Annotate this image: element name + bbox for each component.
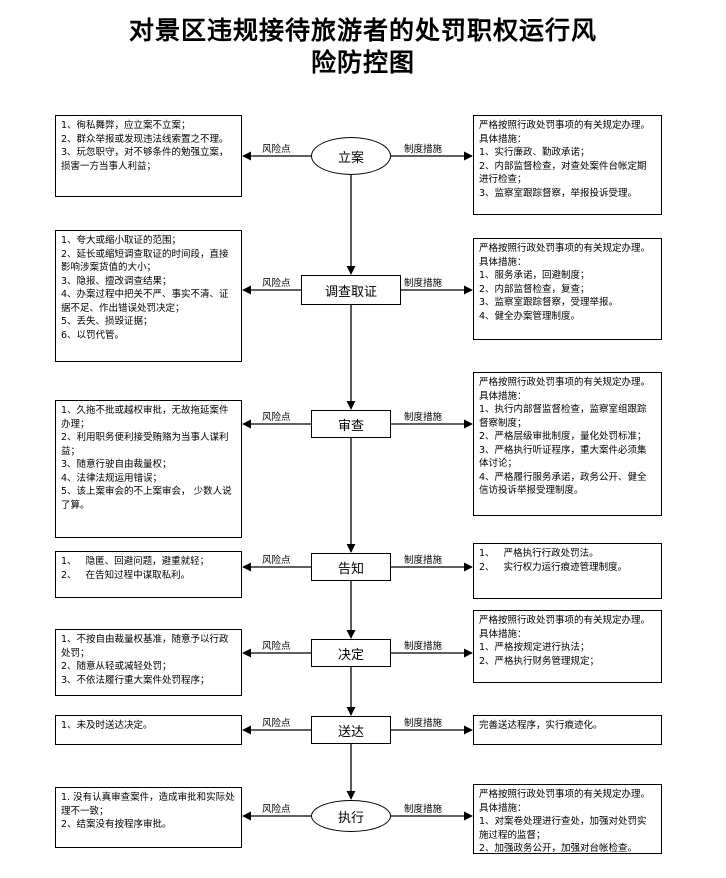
risk-item: 6、以罚代管。 [61,329,125,341]
risk-point-label: 风险点 [262,641,291,652]
measure-item: 严格按照行政处罚事项的有关规定办理。具体措施： [479,120,651,145]
measure-item: 严格按照行政处罚事项的有关规定办理。具体措施： [479,615,651,640]
risk-item: 1、夸大或缩小取证的范围； [61,235,182,246]
step-node: 告知 [311,553,391,581]
measure-item: 2、加强政务公开，加强对台帐检查。 [479,843,638,854]
measure-label: 制度措施 [404,641,443,652]
risk-item: 1. 没有认真审查案件，造成审批和实际处理不一致； [61,792,235,817]
measure-item: 1、 严格执行行政处罚法。 [479,548,599,559]
risk-item: 1、 隐匿、回避问题，避重就轻； [61,556,210,567]
measure-item: 严格按照行政处罚事项的有关规定办理。具体措施： [479,377,651,402]
risk-box: 1、不按自由裁量权基准，随意予以行政处罚； 2、随意从轻或减轻处罚； 3、不依法履行… [55,629,242,696]
risk-box: 1、夸大或缩小取证的范围； 2、延长或缩短调查取证的时间段，直接影响涉案货值的大小… [55,230,242,362]
measure-item: 1、执行内部督监督检查，监察室组跟踪督察制度； [479,404,647,429]
measure-item: 4、严格履行服务承诺，政务公开、健全信访投诉举报受理制度。 [479,471,647,497]
measure-item: 4、健全办案管理制度。 [479,310,581,322]
risk-point-label: 风险点 [262,144,291,155]
measure-box: 严格按照行政处罚事项的有关规定办理。具体措施： 1、实行廉政、勤政承诺； 2、内部监… [473,115,662,215]
risk-point-label: 风险点 [262,804,291,815]
risk-box: 1、久拖不批或越权审批，无故拖延案件办理；2、利用职务便利接受贿赂为当事人谋利益… [55,400,242,538]
measure-item: 3、监察室跟踪督察，举报投诉受理。 [479,187,638,199]
risk-box: 1、徇私舞弊，应立案不立案； 2、群众举报或发现违法线索置之不理。 3、玩忽职守，对… [55,115,242,197]
risk-item: 2、结案没有按程序审批。 [61,819,172,830]
risk-item: 1、不按自由裁量权基准，随意予以行政处罚； [61,634,229,659]
measure-box: 1、 严格执行行政处罚法。 2、 实行权力运行痕迹管理制度。 [473,543,662,599]
measure-label: 制度措施 [404,412,443,423]
risk-item: 4、办案过程中把关不严、事实不清、证据不足、作出错误处罚决定； [61,289,229,314]
risk-item: 1、久拖不批或越权审批，无故拖延案件办理； [61,405,229,430]
step-node: 决定 [311,639,391,667]
risk-box: 1. 没有认真审查案件，造成审批和实际处理不一致； 2、结案没有按程序审批。 [55,787,242,848]
measure-label: 制度措施 [404,804,443,815]
step-node: 立案 [311,137,391,175]
measure-box: 严格按照行政处罚事项的有关规定办理。具体措施：1、执行内部督监督检查，监察室组跟… [473,372,662,516]
risk-item: 5、该上案审会的不上案审会， 少数人说了算。 [61,486,232,511]
risk-item: 3、玩忽职守，对不够条件的勉强立案，损害一方当事人利益； [61,147,229,172]
measure-item: 2、 实行权力运行痕迹管理制度。 [479,561,628,573]
diagram-title-line1: 对景区违规接待旅游者的处罚职权运行风 [128,16,597,45]
measure-item: 1、严格按规定进行执法； [479,642,590,653]
measure-box: 完善送达程序，实行痕迹化。 [473,715,662,745]
measure-box: 严格按照行政处罚事项的有关规定办理。具体措施： 1、严格按规定进行执法； 2、严格执… [473,610,662,683]
measure-item: 1、服务承诺，回避制度； [479,270,590,281]
risk-item: 2、群众举报或发现违法线索置之不理。 [61,133,229,145]
measure-label: 制度措施 [404,555,443,566]
measure-item: 严格按照行政处罚事项的有关规定办理。具体措施： [479,243,651,268]
risk-point-label: 风险点 [262,278,291,289]
measure-box: 严格按照行政处罚事项的有关规定办理。具体措施：1、对案卷处理进行查处，加强对处罚… [473,784,662,854]
measure-box: 严格按照行政处罚事项的有关规定办理。具体措施： 1、服务承诺，回避制度； 2、内部监… [473,238,662,340]
measure-item: 完善送达程序，实行痕迹化。 [479,720,603,731]
diagram-title-line2: 险防控图 [310,48,415,77]
step-node: 审查 [311,410,391,438]
measure-item: 3、监察室跟踪督察，受理举报。 [479,297,619,308]
measure-item: 2、内部监督检查，复查； [479,283,590,295]
measure-label: 制度措施 [404,718,443,729]
risk-box: 1、 隐匿、回避问题，避重就轻； 2、 在告知过程中谋取私利。 [55,551,242,598]
risk-box: 1、未及时送达决定。 [55,715,242,745]
risk-item: 2、延长或缩短调查取证的时间段，直接影响涉案货值的大小； [61,248,229,274]
risk-item: 4、法律法规运用错误； [61,472,163,484]
risk-point-label: 风险点 [262,718,291,729]
risk-item: 2、 在告知过程中谋取私利。 [61,569,191,581]
measure-item: 2、严格执行财务管理规定； [479,655,600,667]
measure-label: 制度措施 [404,144,443,155]
risk-item: 2、利用职务便利接受贿赂为当事人谋利益； [61,432,229,457]
measure-item: 严格按照行政处罚事项的有关规定办理。具体措施： [479,789,651,814]
risk-item: 1、徇私舞弊，应立案不立案； [61,120,191,131]
risk-item: 5、丢失、损毁证据； [61,316,153,327]
step-node: 调查取证 [301,275,401,305]
risk-item: 3、隐报、擅改调查结果； [61,275,172,287]
risk-point-label: 风险点 [262,412,291,423]
step-node: 送达 [311,716,391,744]
measure-item: 3、严格执行听证程序，重大案件必须集体讨论； [479,444,647,470]
step-node: 执行 [311,800,391,832]
risk-point-label: 风险点 [262,555,291,566]
measure-item: 1、实行廉政、勤政承诺； [479,147,590,158]
measure-item: 1、对案卷处理进行查处，加强对处罚实施过程的监督； [479,816,647,841]
risk-item: 3、不依法履行重大案件处罚程序； [61,674,210,686]
measure-label: 制度措施 [404,278,443,289]
risk-item: 1、未及时送达决定。 [61,720,153,731]
risk-item: 3、随意行驶自由裁量权； [61,459,172,470]
measure-item: 2、内部监督检查，对查处案件台帐定期进行检查； [479,160,647,186]
risk-item: 2、随意从轻或减轻处罚； [61,661,172,672]
measure-item: 2、严格层级审批制度，量化处罚标准； [479,431,647,442]
